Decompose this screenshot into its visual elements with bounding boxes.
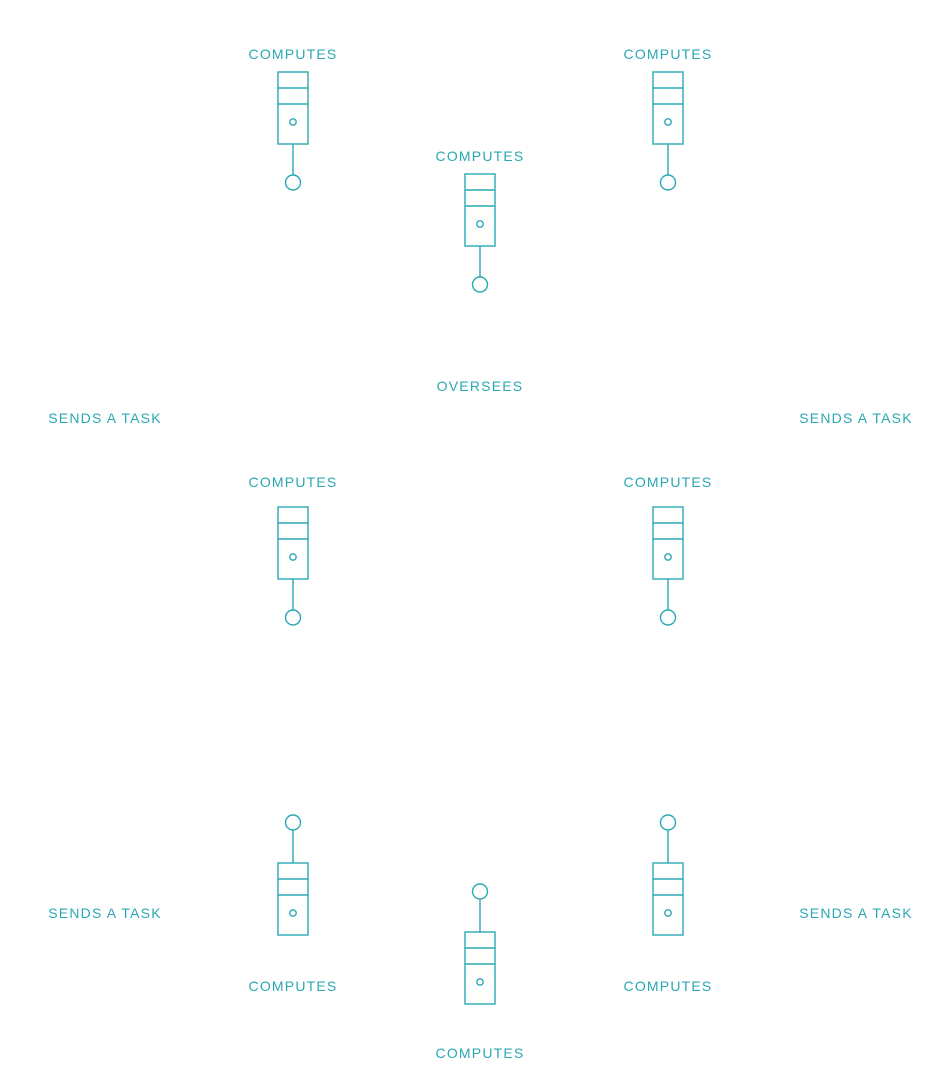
server-node-bottom-center: [464, 883, 496, 1005]
server-tower-icon: [277, 506, 309, 580]
power-button-icon: [476, 978, 484, 986]
oversees-label: OVERSEES: [436, 378, 524, 394]
node-label-bottom-left: COMPUTES: [248, 978, 338, 994]
sends-task-label-bottom-right: SENDS A TASK: [799, 905, 913, 921]
connector-node-icon: [284, 609, 302, 626]
sends-task-label-top-right: SENDS A TASK: [799, 410, 913, 426]
server-node-top-left: [277, 71, 309, 191]
node-label-top-center: COMPUTES: [435, 148, 525, 164]
connector-node-icon: [284, 814, 302, 831]
connector-node-icon: [659, 174, 677, 191]
power-button-icon: [289, 118, 297, 126]
server-node-middle-right: [652, 506, 684, 626]
server-node-top-center: [464, 173, 496, 293]
server-tower-icon: [277, 71, 309, 145]
power-button-icon: [289, 553, 297, 561]
server-tower-icon: [652, 71, 684, 145]
node-label-top-right: COMPUTES: [623, 46, 713, 62]
sends-task-label-bottom-left: SENDS A TASK: [48, 905, 162, 921]
server-node-bottom-right: [652, 814, 684, 936]
connector-node-icon: [659, 814, 677, 831]
node-label-top-left: COMPUTES: [248, 46, 338, 62]
server-tower-icon: [464, 173, 496, 247]
node-label-bottom-center: COMPUTES: [435, 1045, 525, 1061]
connector-node-icon: [471, 883, 489, 900]
server-node-bottom-left: [277, 814, 309, 936]
server-tower-icon: [277, 862, 309, 936]
power-button-icon: [476, 220, 484, 228]
sends-task-label-top-left: SENDS A TASK: [48, 410, 162, 426]
connector-node-icon: [659, 609, 677, 626]
node-label-bottom-right: COMPUTES: [623, 978, 713, 994]
power-button-icon: [664, 553, 672, 561]
server-node-top-right: [652, 71, 684, 191]
power-button-icon: [289, 909, 297, 917]
server-tower-icon: [464, 931, 496, 1005]
server-node-middle-left: [277, 506, 309, 626]
node-label-middle-left: COMPUTES: [248, 474, 338, 490]
server-tower-icon: [652, 862, 684, 936]
power-button-icon: [664, 909, 672, 917]
node-label-middle-right: COMPUTES: [623, 474, 713, 490]
connector-node-icon: [284, 174, 302, 191]
connector-node-icon: [471, 276, 489, 293]
server-tower-icon: [652, 506, 684, 580]
power-button-icon: [664, 118, 672, 126]
